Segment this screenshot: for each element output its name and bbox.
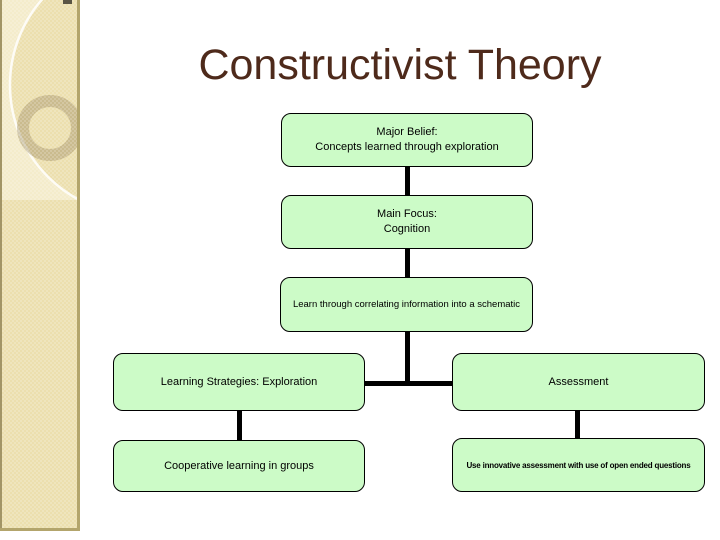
connector-main-focus-to-schematic [405,249,410,278]
node-assessment[interactable]: Assessment [452,353,705,411]
node-major-belief-line1: Major Belief: [376,126,438,138]
node-learning-strategies[interactable]: Learning Strategies: Exploration [113,353,365,411]
sidebar-right-border [77,0,80,531]
node-main-focus-line2: Cognition [383,223,431,235]
node-assessment-text: Assessment [548,375,609,388]
connector-strategies-to-cooperative [237,410,242,441]
sidebar-left-border [0,0,2,531]
sidebar-texture [0,0,80,531]
connector-branch-horizontal [365,381,452,386]
connector-major-belief-to-main-focus [405,167,410,196]
node-schematic[interactable]: Learn through correlating information in… [280,277,533,332]
node-innovative-assessment[interactable]: Use innovative assessment with use of op… [452,438,705,492]
node-learning-strategies-text: Learning Strategies: Exploration [160,375,318,388]
node-major-belief[interactable]: Major Belief: Concepts learned through e… [281,113,533,167]
node-cooperative-learning[interactable]: Cooperative learning in groups [113,440,365,492]
connector-schematic-to-branch [405,331,410,384]
sidebar-decoration-graphic [0,0,80,531]
connector-assessment-to-innovative [575,410,580,441]
sidebar-decoration [0,0,80,531]
sidebar-bottom-border [0,528,80,531]
node-cooperative-learning-text: Cooperative learning in groups [164,459,314,472]
sidebar-notch [63,0,72,4]
node-innovative-assessment-text: Use innovative assessment with use of op… [466,460,691,470]
node-main-focus[interactable]: Main Focus: Cognition [281,195,533,249]
node-schematic-text: Learn through correlating information in… [292,299,521,310]
slide-title: Constructivist Theory [198,41,602,89]
node-major-belief-line2: Concepts learned through exploration [315,141,499,153]
node-main-focus-line1: Main Focus: [377,208,437,220]
